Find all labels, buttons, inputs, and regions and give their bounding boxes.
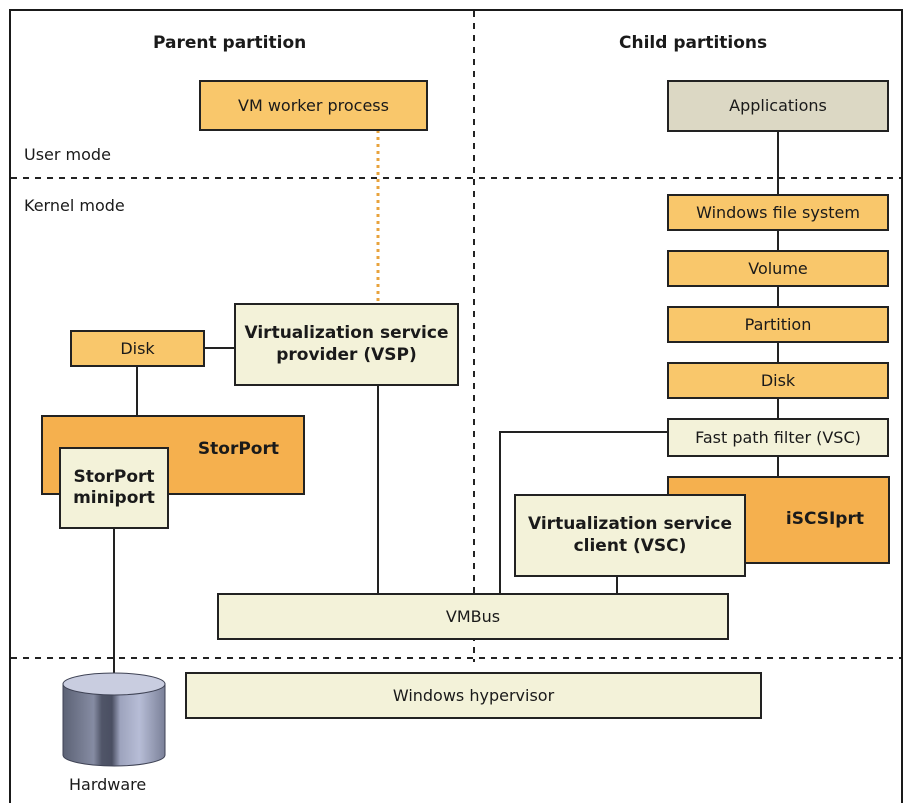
parent-disk-box: Disk — [70, 330, 205, 367]
volume-box: Volume — [667, 250, 889, 287]
child-partitions-heading: Child partitions — [619, 33, 768, 53]
parent-partition-heading: Parent partition — [153, 33, 307, 53]
windows-hypervisor-box: Windows hypervisor — [185, 672, 762, 719]
fast-path-filter-box: Fast path filter (VSC) — [667, 418, 889, 457]
vmbus-box: VMBus — [217, 593, 729, 640]
vsp-box: Virtualization service provider (VSP) — [234, 303, 459, 386]
windows-file-system-box: Windows file system — [667, 194, 889, 231]
storport-miniport-box: StorPort miniport — [59, 447, 169, 529]
child-disk-box: Disk — [667, 362, 889, 399]
hardware-label: Hardware — [69, 775, 147, 794]
vm-worker-process-box: VM worker process — [199, 80, 428, 131]
diagram-frame — [9, 9, 903, 803]
vsc-box: Virtualization service client (VSC) — [514, 494, 746, 577]
hardware-disk-icon — [62, 672, 166, 767]
kernel-mode-label: Kernel mode — [24, 196, 125, 215]
partition-box: Partition — [667, 306, 889, 343]
fastpath-vmbus-connector — [499, 431, 668, 594]
applications-box: Applications — [667, 80, 889, 132]
user-mode-label: User mode — [24, 145, 111, 164]
